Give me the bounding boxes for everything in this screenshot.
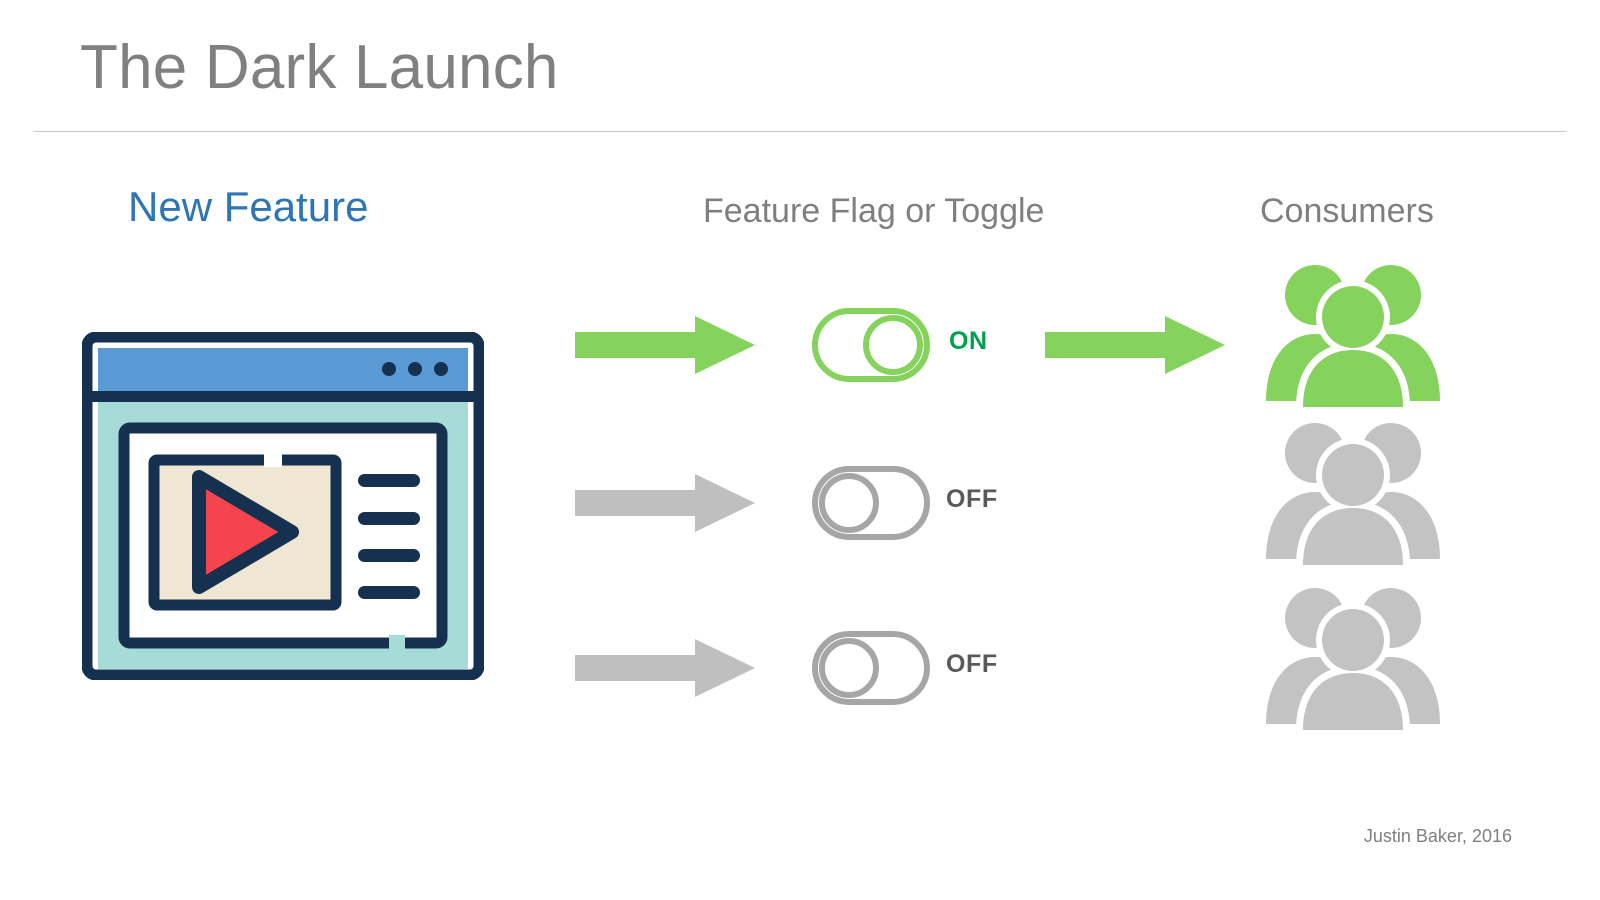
toggle-switch-off-icon[interactable] (810, 458, 932, 548)
page-title: The Dark Launch (80, 33, 559, 102)
toggle-switch-off-icon[interactable] (810, 623, 932, 713)
pipeline-row: OFF (0, 578, 1600, 758)
column-label-feature-flag: Feature Flag or Toggle (703, 192, 1045, 230)
attribution-text: Justin Baker, 2016 (1363, 826, 1512, 846)
arrow-right-icon (575, 637, 755, 699)
people-group-icon (1258, 578, 1448, 730)
toggle-switch-on-icon[interactable] (810, 300, 932, 390)
title-divider (34, 131, 1566, 132)
arrow-right-icon (575, 314, 755, 376)
column-label-consumers: Consumers (1260, 192, 1434, 230)
arrow-right-icon (1045, 314, 1225, 376)
toggle-state-label: OFF (946, 650, 998, 678)
browser-video-window-icon (82, 332, 484, 680)
toggle-state-label: OFF (946, 485, 998, 513)
people-group-icon (1258, 255, 1448, 407)
people-group-icon (1258, 413, 1448, 565)
column-label-new-feature: New Feature (128, 183, 369, 230)
pipeline-row: OFF (0, 413, 1600, 593)
toggle-state-label: ON (949, 327, 988, 355)
arrow-right-icon (575, 472, 755, 534)
pipeline-row: ON (0, 255, 1600, 435)
